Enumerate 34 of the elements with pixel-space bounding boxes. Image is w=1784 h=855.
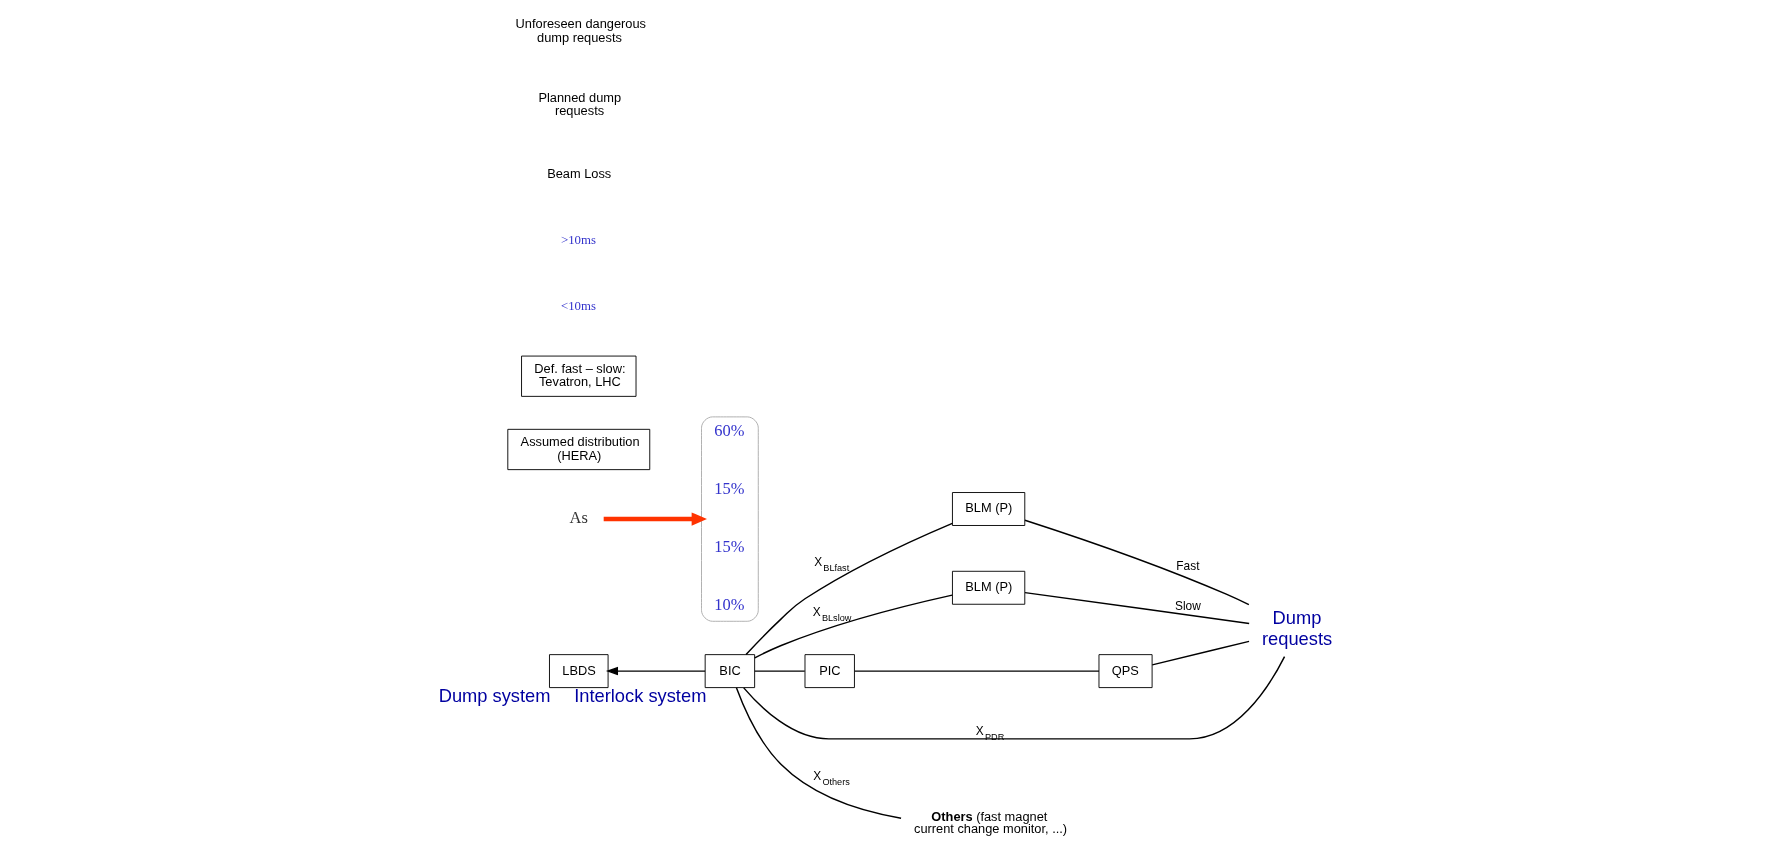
node-box: 60% 15% 15% 10%: [701, 416, 759, 622]
edge-label: X$_{Others}$: [813, 768, 850, 787]
edge-label: Slow: [1174, 599, 1201, 614]
node-box: BLM (P): [952, 570, 1026, 605]
node-box: PIC: [804, 654, 855, 689]
connector: [745, 522, 954, 656]
connector: [735, 687, 902, 819]
node-box: BIC: [704, 654, 756, 689]
node-box: Def. fast – slow: Tevatron, LHC: [521, 355, 637, 397]
arrow: [603, 512, 707, 526]
node-box: BLM (P): [952, 492, 1026, 526]
label: Planned dump requests: [538, 89, 622, 119]
node-text: Dump requests: [1262, 607, 1333, 649]
label: Beam Loss: [547, 166, 612, 182]
node-text: Others (fast magnet current change monitor, ...): [913, 808, 1068, 837]
connector: [1024, 519, 1250, 606]
connector: [754, 670, 806, 672]
label: Unforeseen dangerous dump requests: [515, 16, 646, 46]
connector: [1151, 640, 1250, 666]
connector: [754, 594, 953, 659]
connector: [853, 670, 1100, 672]
node-text: As: [569, 508, 588, 528]
node-box: QPS: [1098, 654, 1153, 689]
connector: [1024, 591, 1250, 625]
arrow: [605, 666, 706, 676]
label: <10ms: [560, 299, 596, 313]
edge-label: Fast: [1176, 558, 1200, 573]
edge-label: X$_{BLslow}$: [812, 604, 852, 623]
node-box: LBDS: [549, 654, 609, 689]
node-box: Assumed distribution (HERA): [507, 428, 651, 471]
edge-label: X$_{BLfast}$: [814, 555, 850, 574]
connector: [743, 655, 1286, 740]
node-label: Dump system: [438, 685, 551, 707]
label: >10ms: [560, 233, 596, 248]
